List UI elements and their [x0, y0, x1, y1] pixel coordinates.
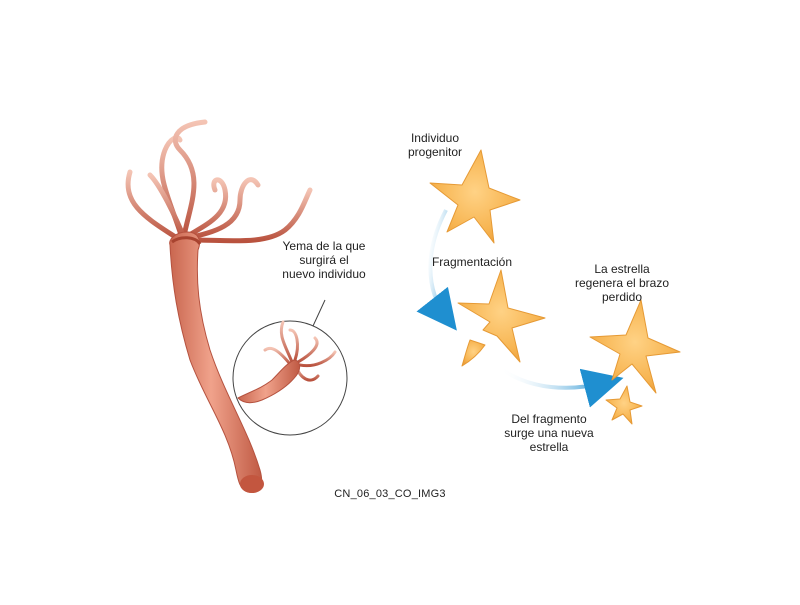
label-fragmentation: Fragmentación [431, 255, 513, 269]
bud-magnifier [232, 299, 348, 436]
bud-tentacle [296, 336, 319, 364]
hydra-illustration [125, 119, 313, 493]
label-new-star: Del fragmento surge una nueva estrella [504, 412, 594, 454]
hydra-mouth [171, 236, 202, 245]
hydra-body [169, 231, 263, 493]
starfish-regenerated [589, 299, 681, 394]
label-bud: Yema de la que surgirá el nuevo individu… [282, 239, 366, 281]
tentacle [185, 177, 261, 241]
bud-pointer-line [312, 299, 326, 327]
bud-tentacle [279, 320, 294, 364]
starfish-parent [429, 149, 521, 244]
severed-arm [461, 339, 486, 367]
bud-tentacle [298, 350, 337, 368]
starfish-sequence [416, 149, 681, 425]
bud-tentacle [263, 346, 292, 366]
fragmentation-arrow [416, 209, 457, 331]
starfish-new [605, 385, 643, 425]
regeneration-arrow [498, 366, 624, 408]
tentacle [183, 177, 229, 240]
hydra-tentacles [125, 119, 313, 244]
label-regenerates-arm: La estrella regenera el brazo perdido [574, 262, 670, 304]
tentacle [172, 119, 208, 239]
tentacle [125, 169, 183, 243]
bud-tentacle [288, 328, 299, 362]
bud-body [237, 359, 301, 404]
tentacle [187, 187, 313, 244]
hydra-foot [240, 475, 264, 493]
label-parent-individual: Individuo progenitor [407, 131, 463, 159]
image-code: CN_06_03_CO_IMG3 [334, 488, 446, 500]
bud-tentacles [263, 320, 337, 382]
starfish-fragmenting [457, 269, 546, 363]
